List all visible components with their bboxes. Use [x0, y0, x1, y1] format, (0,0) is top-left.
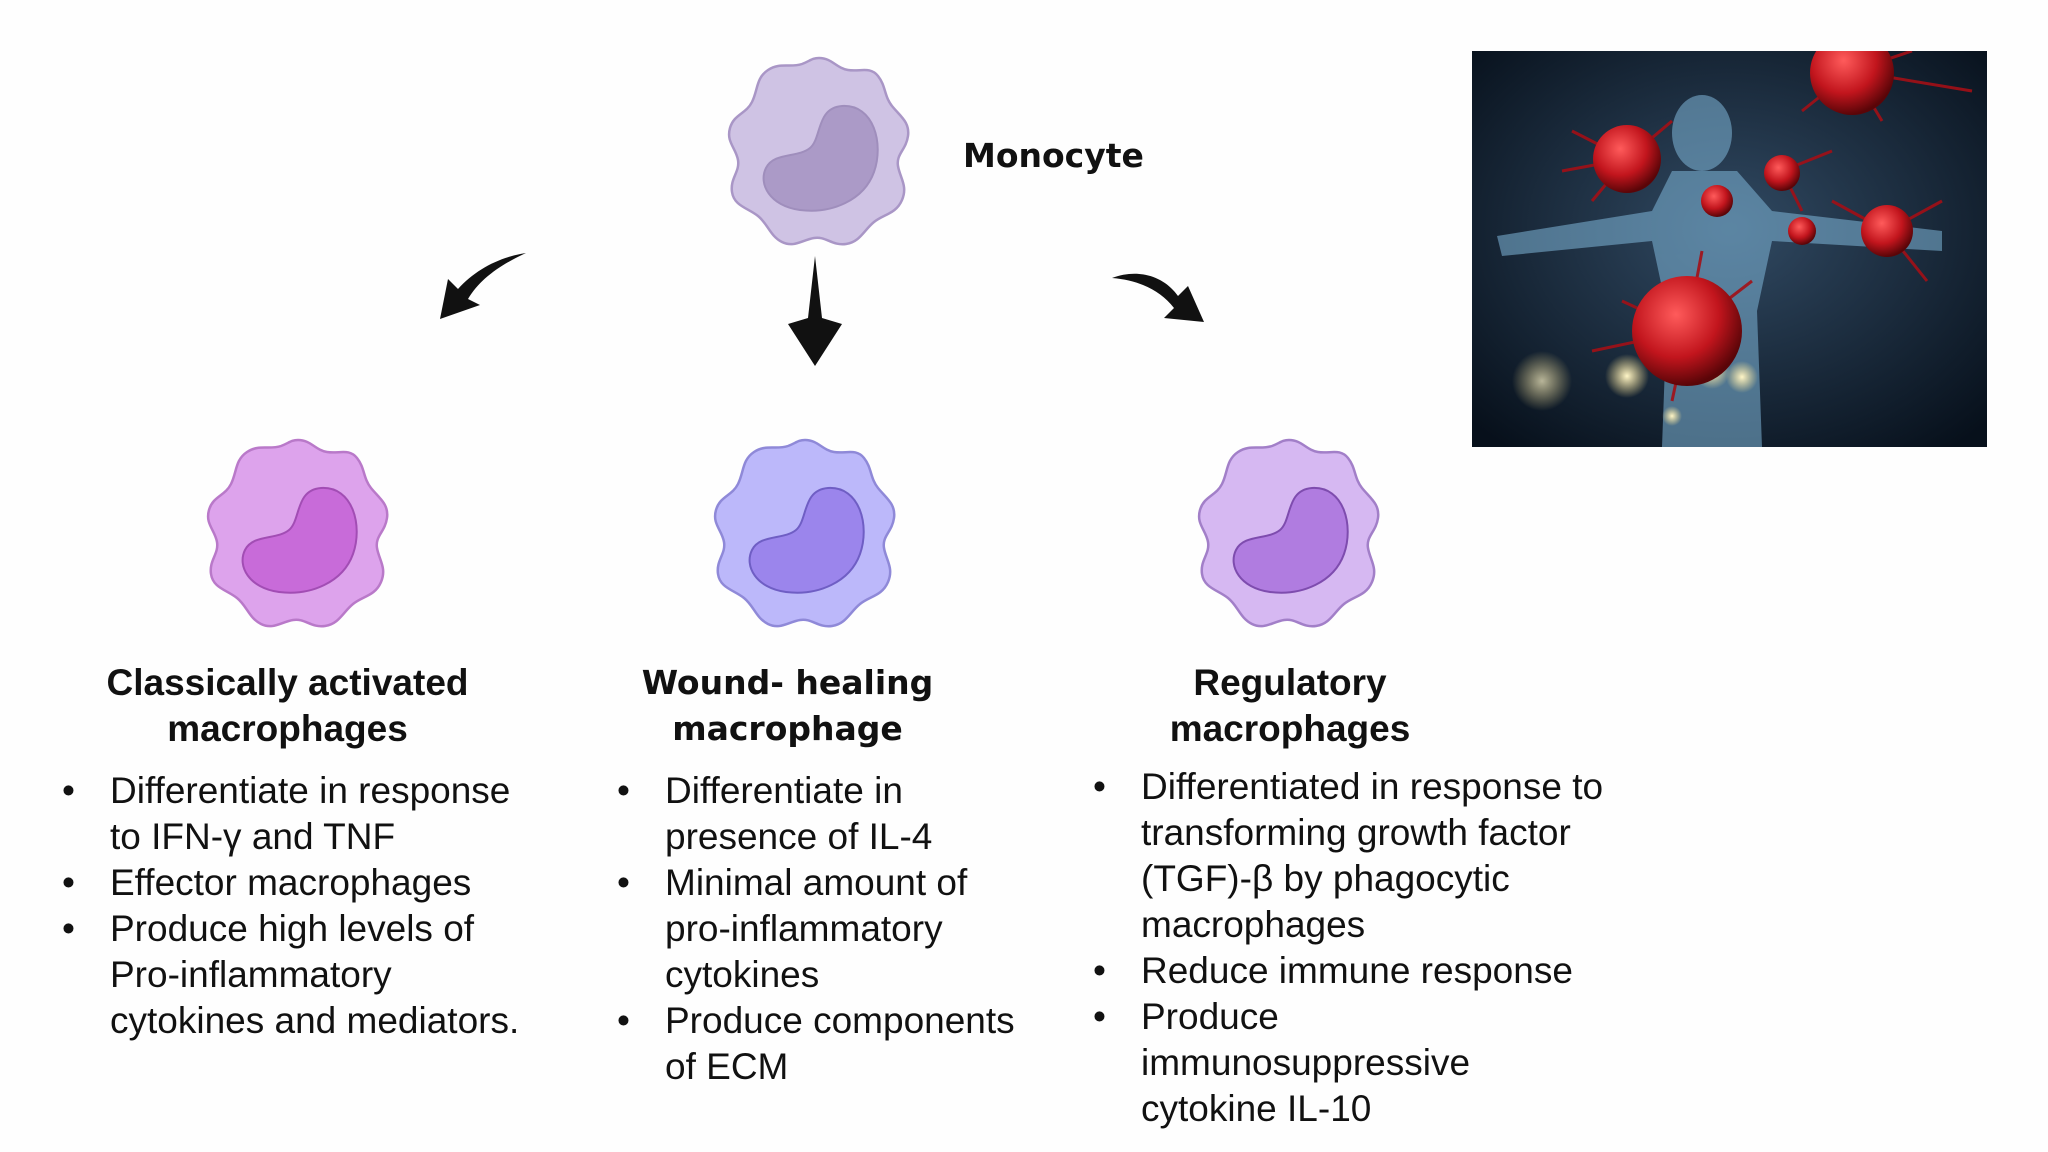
- regulatory-bullets: Differentiated in response to transformi…: [1093, 764, 1613, 1132]
- arrow-down-icon: [780, 254, 850, 374]
- list-item: Produce high levels of Pro-inflammatory …: [62, 906, 522, 1044]
- list-item: Minimal amount of pro-inflammatory cytok…: [617, 860, 1017, 998]
- regulatory-macrophage-cell: [1194, 436, 1384, 631]
- regulatory-title-line1: Regulatory: [1193, 662, 1387, 703]
- list-item: Differentiate in presence of IL-4: [617, 768, 1017, 860]
- classical-macrophage-cell: [203, 436, 393, 631]
- classical-title-line1: Classically activated: [106, 662, 469, 703]
- arrow-left-icon: [430, 245, 540, 330]
- wound-healing-bullets: Differentiate in presence of IL-4 Minima…: [617, 768, 1017, 1090]
- regulatory-title-line2: macrophages: [1169, 708, 1411, 749]
- immune-cells-photo: [1472, 31, 1987, 447]
- regulatory-title: Regulatory macrophages: [1130, 660, 1450, 752]
- list-item: Reduce immune response: [1093, 948, 1613, 994]
- wound-healing-macrophage-cell: [710, 436, 900, 631]
- classical-title: Classically activated macrophages: [60, 660, 515, 752]
- wound-healing-title-line1: Wound- healing: [641, 663, 934, 702]
- arrow-right-icon: [1108, 262, 1208, 333]
- wound-healing-title: Wound- healing macrophage: [600, 660, 975, 752]
- classical-bullets: Differentiate in response to IFN-γ and T…: [62, 768, 522, 1044]
- classical-title-line2: macrophages: [167, 708, 408, 749]
- monocyte-label: Monocyte: [963, 136, 1144, 175]
- list-item: Differentiated in response to transformi…: [1093, 764, 1613, 948]
- wound-healing-title-line2: macrophage: [672, 709, 903, 748]
- monocyte-cell: [724, 54, 914, 249]
- list-item: Produce components of ECM: [617, 998, 1017, 1090]
- list-item: Effector macrophages: [62, 860, 522, 906]
- list-item: Produce immunosuppressive cytokine IL-10: [1093, 994, 1613, 1132]
- list-item: Differentiate in response to IFN-γ and T…: [62, 768, 522, 860]
